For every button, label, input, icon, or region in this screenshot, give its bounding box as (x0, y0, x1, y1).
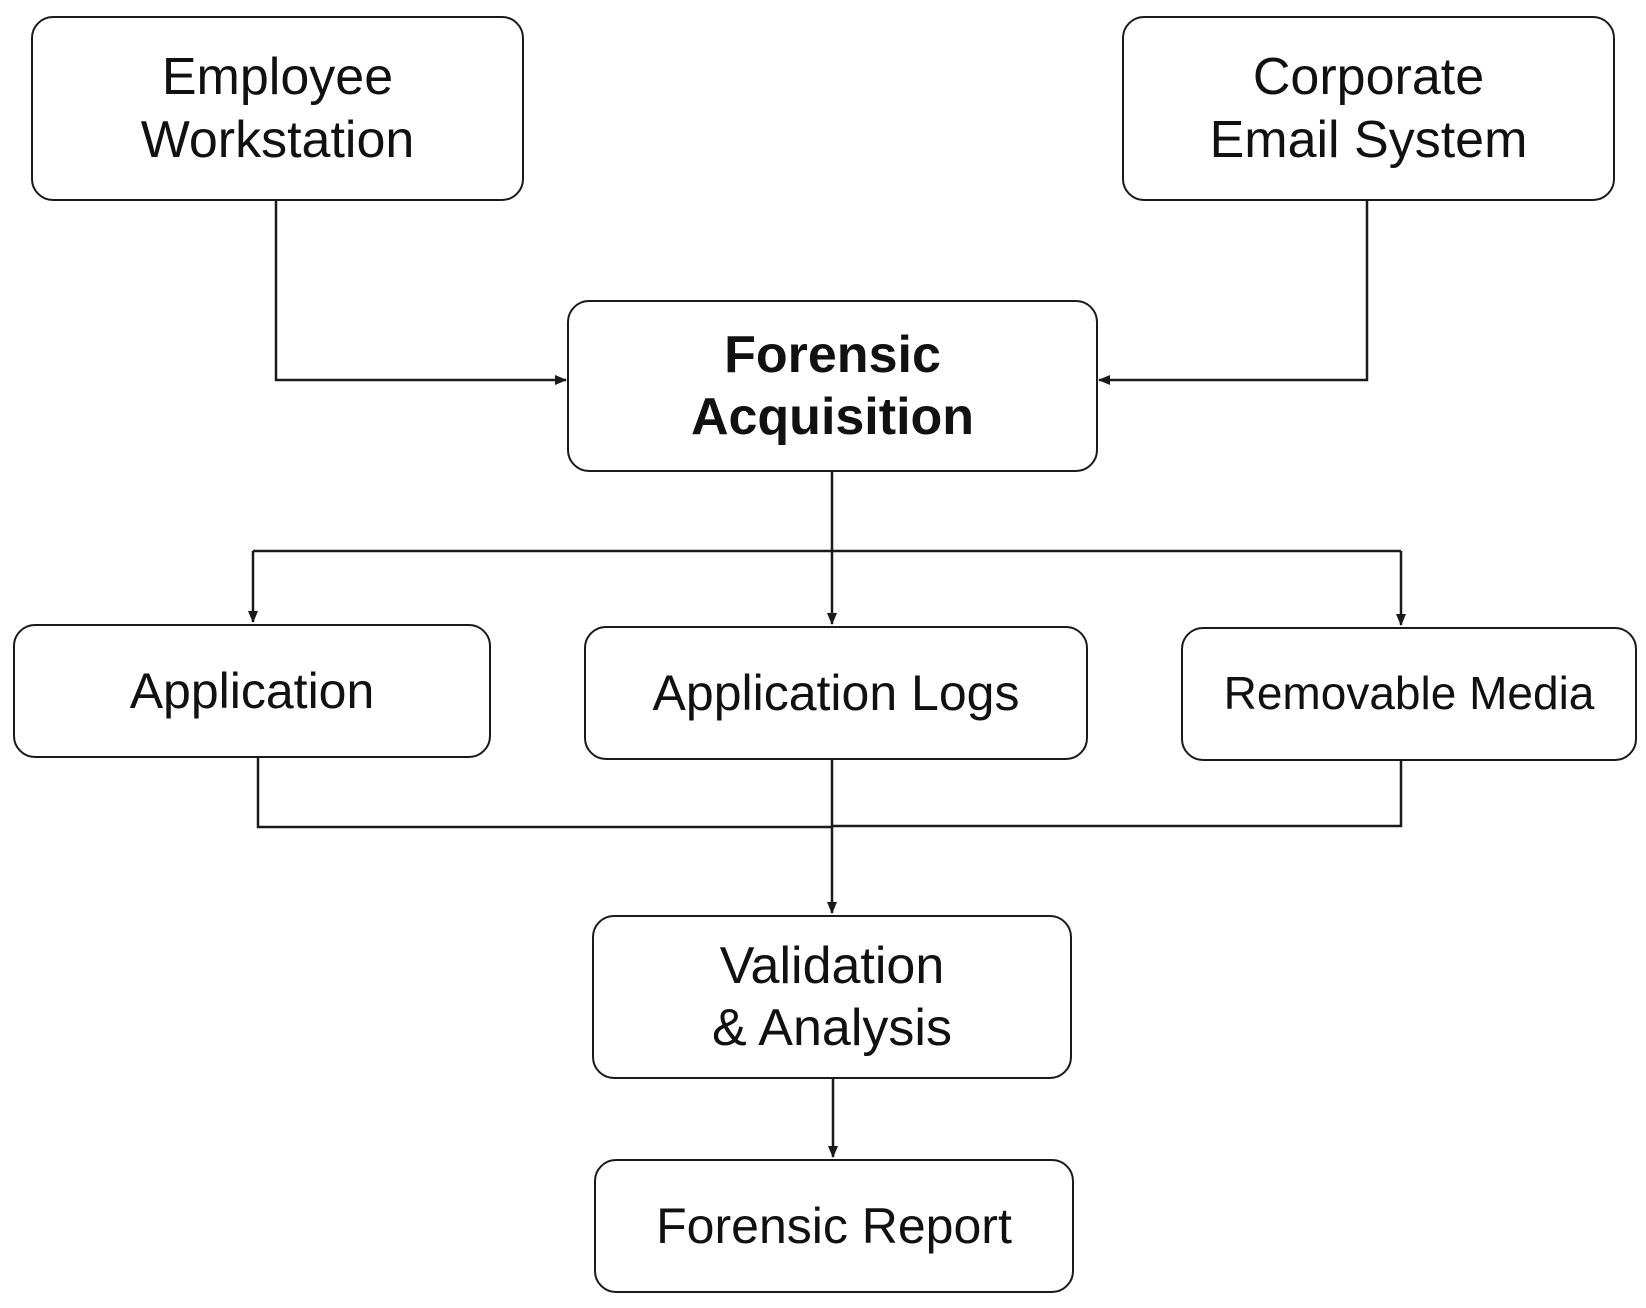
node-application-label: Application (129, 663, 375, 719)
node-forensic-report: Forensic Report (594, 1159, 1074, 1293)
node-application-logs-label: Application Logs (652, 665, 1020, 721)
node-corporate-email-system-line-2: Email System (1209, 110, 1528, 169)
node-validation-analysis: Validation & Analysis (592, 915, 1072, 1079)
node-application-logs: Application Logs (584, 626, 1088, 760)
node-validation-analysis-line-2: & Analysis (712, 999, 952, 1057)
node-employee-workstation-line-1: Employee (161, 48, 394, 107)
node-application: Application (13, 624, 491, 758)
node-forensic-acquisition-line-1: Forensic (724, 325, 941, 384)
edge-removable-media-to-merge (832, 761, 1403, 828)
node-forensic-report-label: Forensic Report (656, 1198, 1012, 1254)
node-corporate-email-system-line-1: Corporate (1252, 48, 1485, 107)
node-forensic-acquisition-line-2: Acquisition (690, 388, 975, 446)
edge-employee-to-acquisition (274, 201, 567, 385)
node-removable-media: Removable Media (1181, 627, 1637, 761)
node-validation-analysis-line-1: Validation (719, 936, 945, 995)
edge-email-to-acquisition (1098, 201, 1369, 385)
node-employee-workstation-line-2: Workstation (140, 110, 415, 169)
node-corporate-email-system: Corporate Email System (1122, 16, 1615, 201)
edge-application-to-merge (256, 758, 832, 829)
node-forensic-acquisition: Forensic Acquisition (567, 300, 1098, 472)
node-employee-workstation: Employee Workstation (31, 16, 524, 201)
node-removable-media-label: Removable Media (1223, 667, 1595, 720)
